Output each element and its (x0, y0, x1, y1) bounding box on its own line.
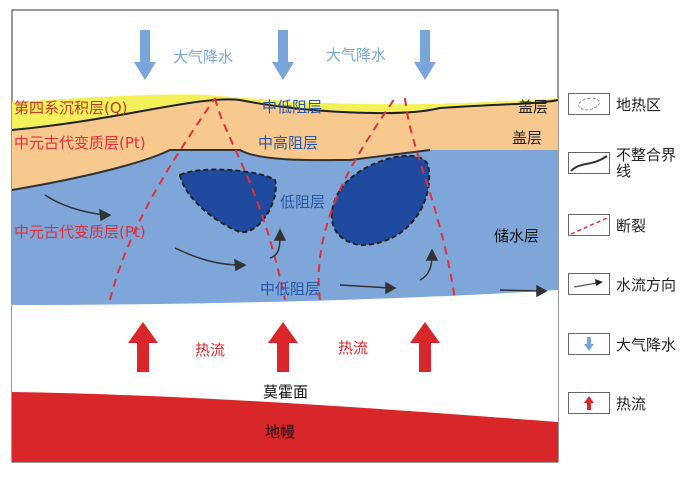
reservoir-label: 储水层 (494, 227, 539, 245)
legend-label: 水流方向 (616, 275, 677, 294)
legend-label: 断裂 (616, 216, 647, 235)
metamorphic-label: 中元古代变质层(Pt) (14, 223, 146, 241)
geothermal-zone (330, 155, 431, 247)
legend-fault: 断裂 (568, 214, 646, 236)
legend-label: 大气降水 (616, 335, 677, 354)
precipitation-icon (568, 333, 610, 355)
heat-flow-label: 热流 (195, 341, 225, 359)
mid-high-resistivity-label: 中高阻层 (258, 134, 318, 152)
precipitation-arrows (134, 30, 436, 80)
geothermal-zone-icon (568, 93, 610, 115)
unconformity-line (11, 149, 431, 191)
mid-low-resistivity-label: 中低阻层 (262, 98, 322, 116)
legend-geothermal-zone: 地热区 (568, 93, 661, 115)
legend-label: 不整合界线 (616, 146, 677, 180)
water-flow-arrows (44, 194, 548, 298)
geothermal-zone (178, 168, 277, 234)
moho-label: 莫霍面 (263, 383, 308, 401)
legend-water-flow: 水流方向 (568, 273, 676, 295)
mid-low-resistivity-label: 中低阻层 (260, 280, 320, 298)
mantle-layer (12, 392, 558, 462)
quaternary-label: 第四系沉积层(Q) (14, 99, 128, 117)
water-flow-icon (568, 273, 610, 295)
heat-flow-label: 热流 (338, 339, 368, 357)
unconformity-line (11, 98, 559, 131)
legend-label: 地热区 (616, 95, 662, 114)
mantle-label: 地幔 (265, 423, 295, 441)
precipitation-label: 大气降水 (173, 48, 233, 66)
legend-heat-flow: 热流 (568, 392, 646, 414)
legend-label: 热流 (616, 394, 647, 413)
heat-flow-icon (568, 392, 610, 414)
faults (109, 97, 456, 301)
low-resistivity-label: 低阻层 (280, 193, 325, 211)
legend-precipitation: 大气降水 (568, 333, 676, 355)
fault-icon (568, 214, 610, 236)
precipitation-label: 大气降水 (326, 46, 386, 64)
cap-rock-label: 盖层 (512, 129, 542, 147)
heat-flow-arrows (128, 322, 440, 372)
unconformity-icon (568, 152, 610, 174)
metamorphic-label: 中元古代变质层(Pt) (14, 134, 146, 152)
cap-rock-label: 盖层 (518, 98, 548, 116)
legend-unconformity: 不整合界线 (568, 147, 676, 179)
